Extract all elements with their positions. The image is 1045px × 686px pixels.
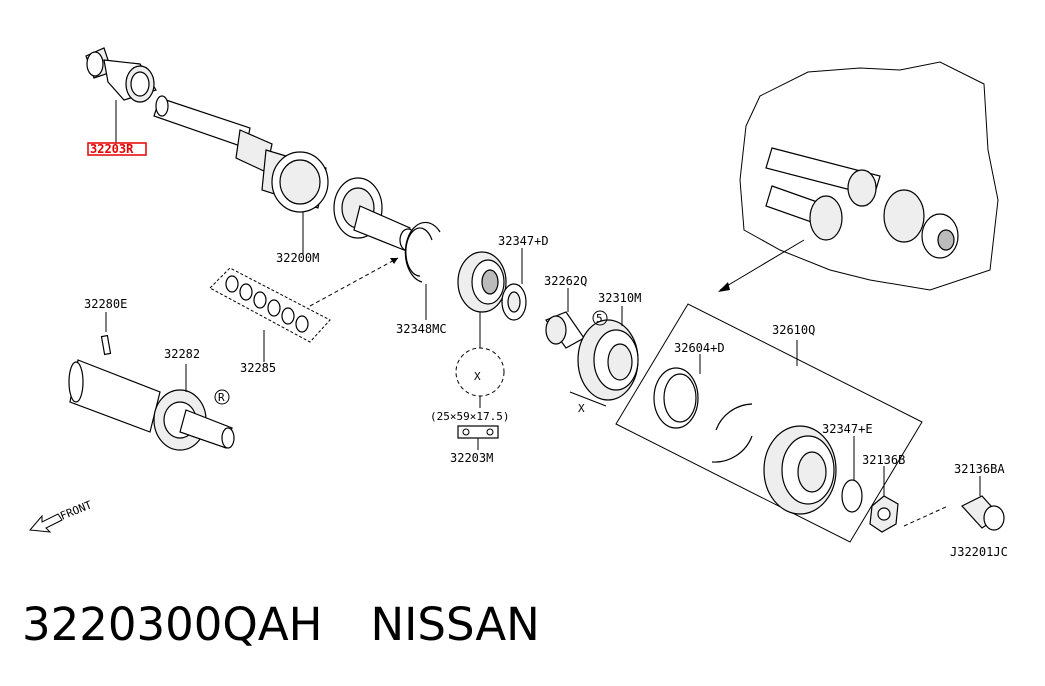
counter-gear-part[interactable] bbox=[68, 359, 235, 451]
washers-part[interactable] bbox=[209, 267, 331, 343]
label-32200m[interactable]: 32200M bbox=[276, 251, 319, 265]
label-32604d[interactable]: 32604+D bbox=[674, 341, 725, 355]
label-32136ba[interactable]: 32136BA bbox=[954, 462, 1005, 476]
mainshaft-part[interactable] bbox=[153, 95, 417, 252]
front-arrow-icon bbox=[28, 513, 63, 533]
label-32262q[interactable]: 32262Q bbox=[544, 274, 587, 288]
baulk-ring-part[interactable] bbox=[653, 367, 699, 429]
r-mark: R bbox=[218, 391, 225, 404]
bearing-spec: (25×59×17.5) bbox=[430, 410, 509, 423]
label-32136b[interactable]: 32136B bbox=[862, 453, 905, 467]
key-spring-parts[interactable] bbox=[711, 403, 753, 463]
highlight-box bbox=[87, 142, 147, 156]
nut-ba-part[interactable] bbox=[961, 495, 1005, 531]
label-32348mc[interactable]: 32348MC bbox=[396, 322, 447, 336]
bearing-part[interactable] bbox=[457, 251, 507, 313]
label-32285[interactable]: 32285 bbox=[240, 361, 276, 375]
exploded-parts-diagram: 32203R 32200M 32285 32280E bbox=[28, 47, 1008, 559]
bushing-part[interactable] bbox=[545, 311, 585, 349]
label-32280e[interactable]: 32280E bbox=[84, 297, 127, 311]
drawing-number: J32201JC bbox=[950, 545, 1008, 559]
label-32203r[interactable]: 32203R bbox=[90, 142, 134, 156]
synchro-hub-part[interactable] bbox=[763, 425, 837, 515]
seal-e-part[interactable] bbox=[841, 479, 863, 513]
gear-32310m-part[interactable] bbox=[577, 319, 639, 401]
label-32347d[interactable]: 32347+D bbox=[498, 234, 549, 248]
footer-caption: 3220300QAH NISSAN bbox=[22, 598, 540, 651]
label-32610q[interactable]: 32610Q bbox=[772, 323, 815, 337]
s-mark: 5 bbox=[596, 312, 603, 325]
front-label: FRONT bbox=[58, 498, 94, 523]
label-32203m[interactable]: 32203M bbox=[450, 451, 493, 465]
label-32310m[interactable]: 32310M bbox=[598, 291, 641, 305]
needle-bearing-part[interactable] bbox=[85, 47, 157, 103]
x-mark-bearing: X bbox=[474, 370, 481, 383]
seal-d-part[interactable] bbox=[501, 283, 527, 321]
transmission-inset bbox=[739, 61, 999, 291]
label-32347e[interactable]: 32347+E bbox=[822, 422, 873, 436]
snap-ring-part[interactable] bbox=[404, 221, 441, 283]
label-32282[interactable]: 32282 bbox=[164, 347, 200, 361]
x-mark-gear: X bbox=[578, 402, 585, 415]
pin-part[interactable] bbox=[100, 334, 112, 356]
sync-kit-box bbox=[615, 303, 923, 543]
brand-name: NISSAN bbox=[370, 598, 540, 651]
part-number: 3220300QAH bbox=[22, 598, 323, 651]
